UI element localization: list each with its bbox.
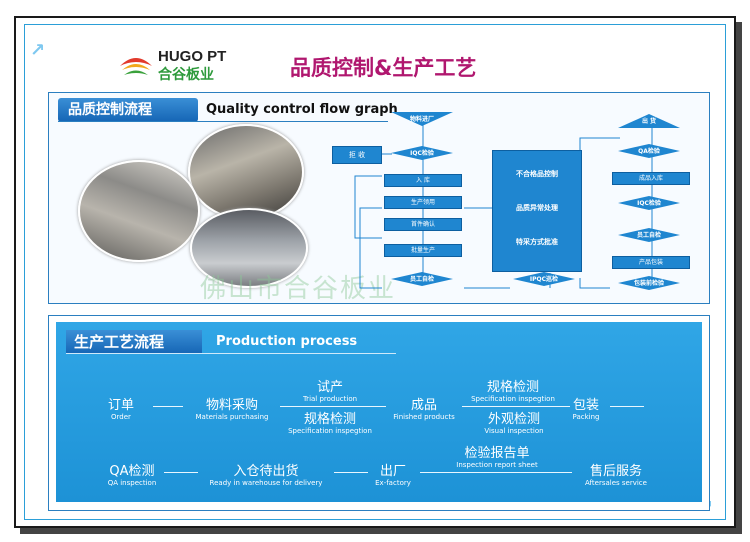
qc-heading-cn: 品质控制流程 [58,98,198,122]
qc-flow-step: 生产领用 [384,196,462,209]
qc-flow-step: 批量生产 [384,244,462,257]
production-heading-cn: 生产工艺流程 [66,330,202,354]
logo-text-en: HUGO PT [158,48,227,65]
qc-center-item: 不合格品控制 [516,170,558,178]
process-connector [292,406,376,407]
inner-border [24,24,726,520]
process-connector [420,472,572,473]
company-logo: HUGO PT 合谷板业 [118,48,268,83]
process-connector [334,472,368,473]
qc-flow-step: 员工自检 [618,228,680,242]
qc-center-item: 品质异常处理 [516,204,558,212]
logo-leaf-icon [120,58,152,75]
production-heading-underline [66,353,396,354]
qc-nonconformance-box: 不合格品控制 品质异常处理 特采方式批准 [492,150,582,272]
logo-text-cn: 合谷板业 [158,67,214,83]
factory-photo-workers [188,124,304,220]
qc-center-item: 特采方式批准 [516,238,558,246]
process-connector [468,406,558,407]
process-connector [610,406,644,407]
qc-flow-step: 产品包装 [612,256,690,269]
qc-heading-en: Quality control flow graph [206,102,398,117]
qc-flow-step: IQC检验 [618,196,680,210]
process-connector [164,472,198,473]
process-connector [372,406,386,407]
qc-flow-step: QA检验 [618,144,680,158]
qc-flow-step: 首件确认 [384,218,462,231]
page-title: 品质控制&生产工艺 [290,56,477,80]
process-connector [280,406,294,407]
factory-photo-panels [78,160,200,262]
qc-flow-step: 入 库 [384,174,462,187]
watermark: 佛山市合谷板业 [200,274,397,304]
production-heading: 生产工艺流程 Production process [66,330,396,354]
qc-flow-step: 成品入库 [612,172,690,185]
factory-photo-warehouse [190,208,308,288]
qc-reject-box: 拒 收 [332,146,382,164]
qc-flow-step: 物料进厂 [391,112,453,126]
qc-heading-underline [58,121,388,122]
process-connector [153,406,183,407]
qc-ipqc-step: IPQC巡检 [513,272,575,286]
qc-flow-step: 出 货 [618,114,680,128]
production-heading-en: Production process [216,334,358,349]
qc-flow-step: 包装前检验 [618,276,680,290]
qc-flow-step: IQC检验 [391,146,453,160]
factory-photos [78,124,308,288]
qc-flow-step: 员工自检 [391,272,453,286]
process-connector [558,406,570,407]
corner-decoration: ↗ [30,40,46,61]
